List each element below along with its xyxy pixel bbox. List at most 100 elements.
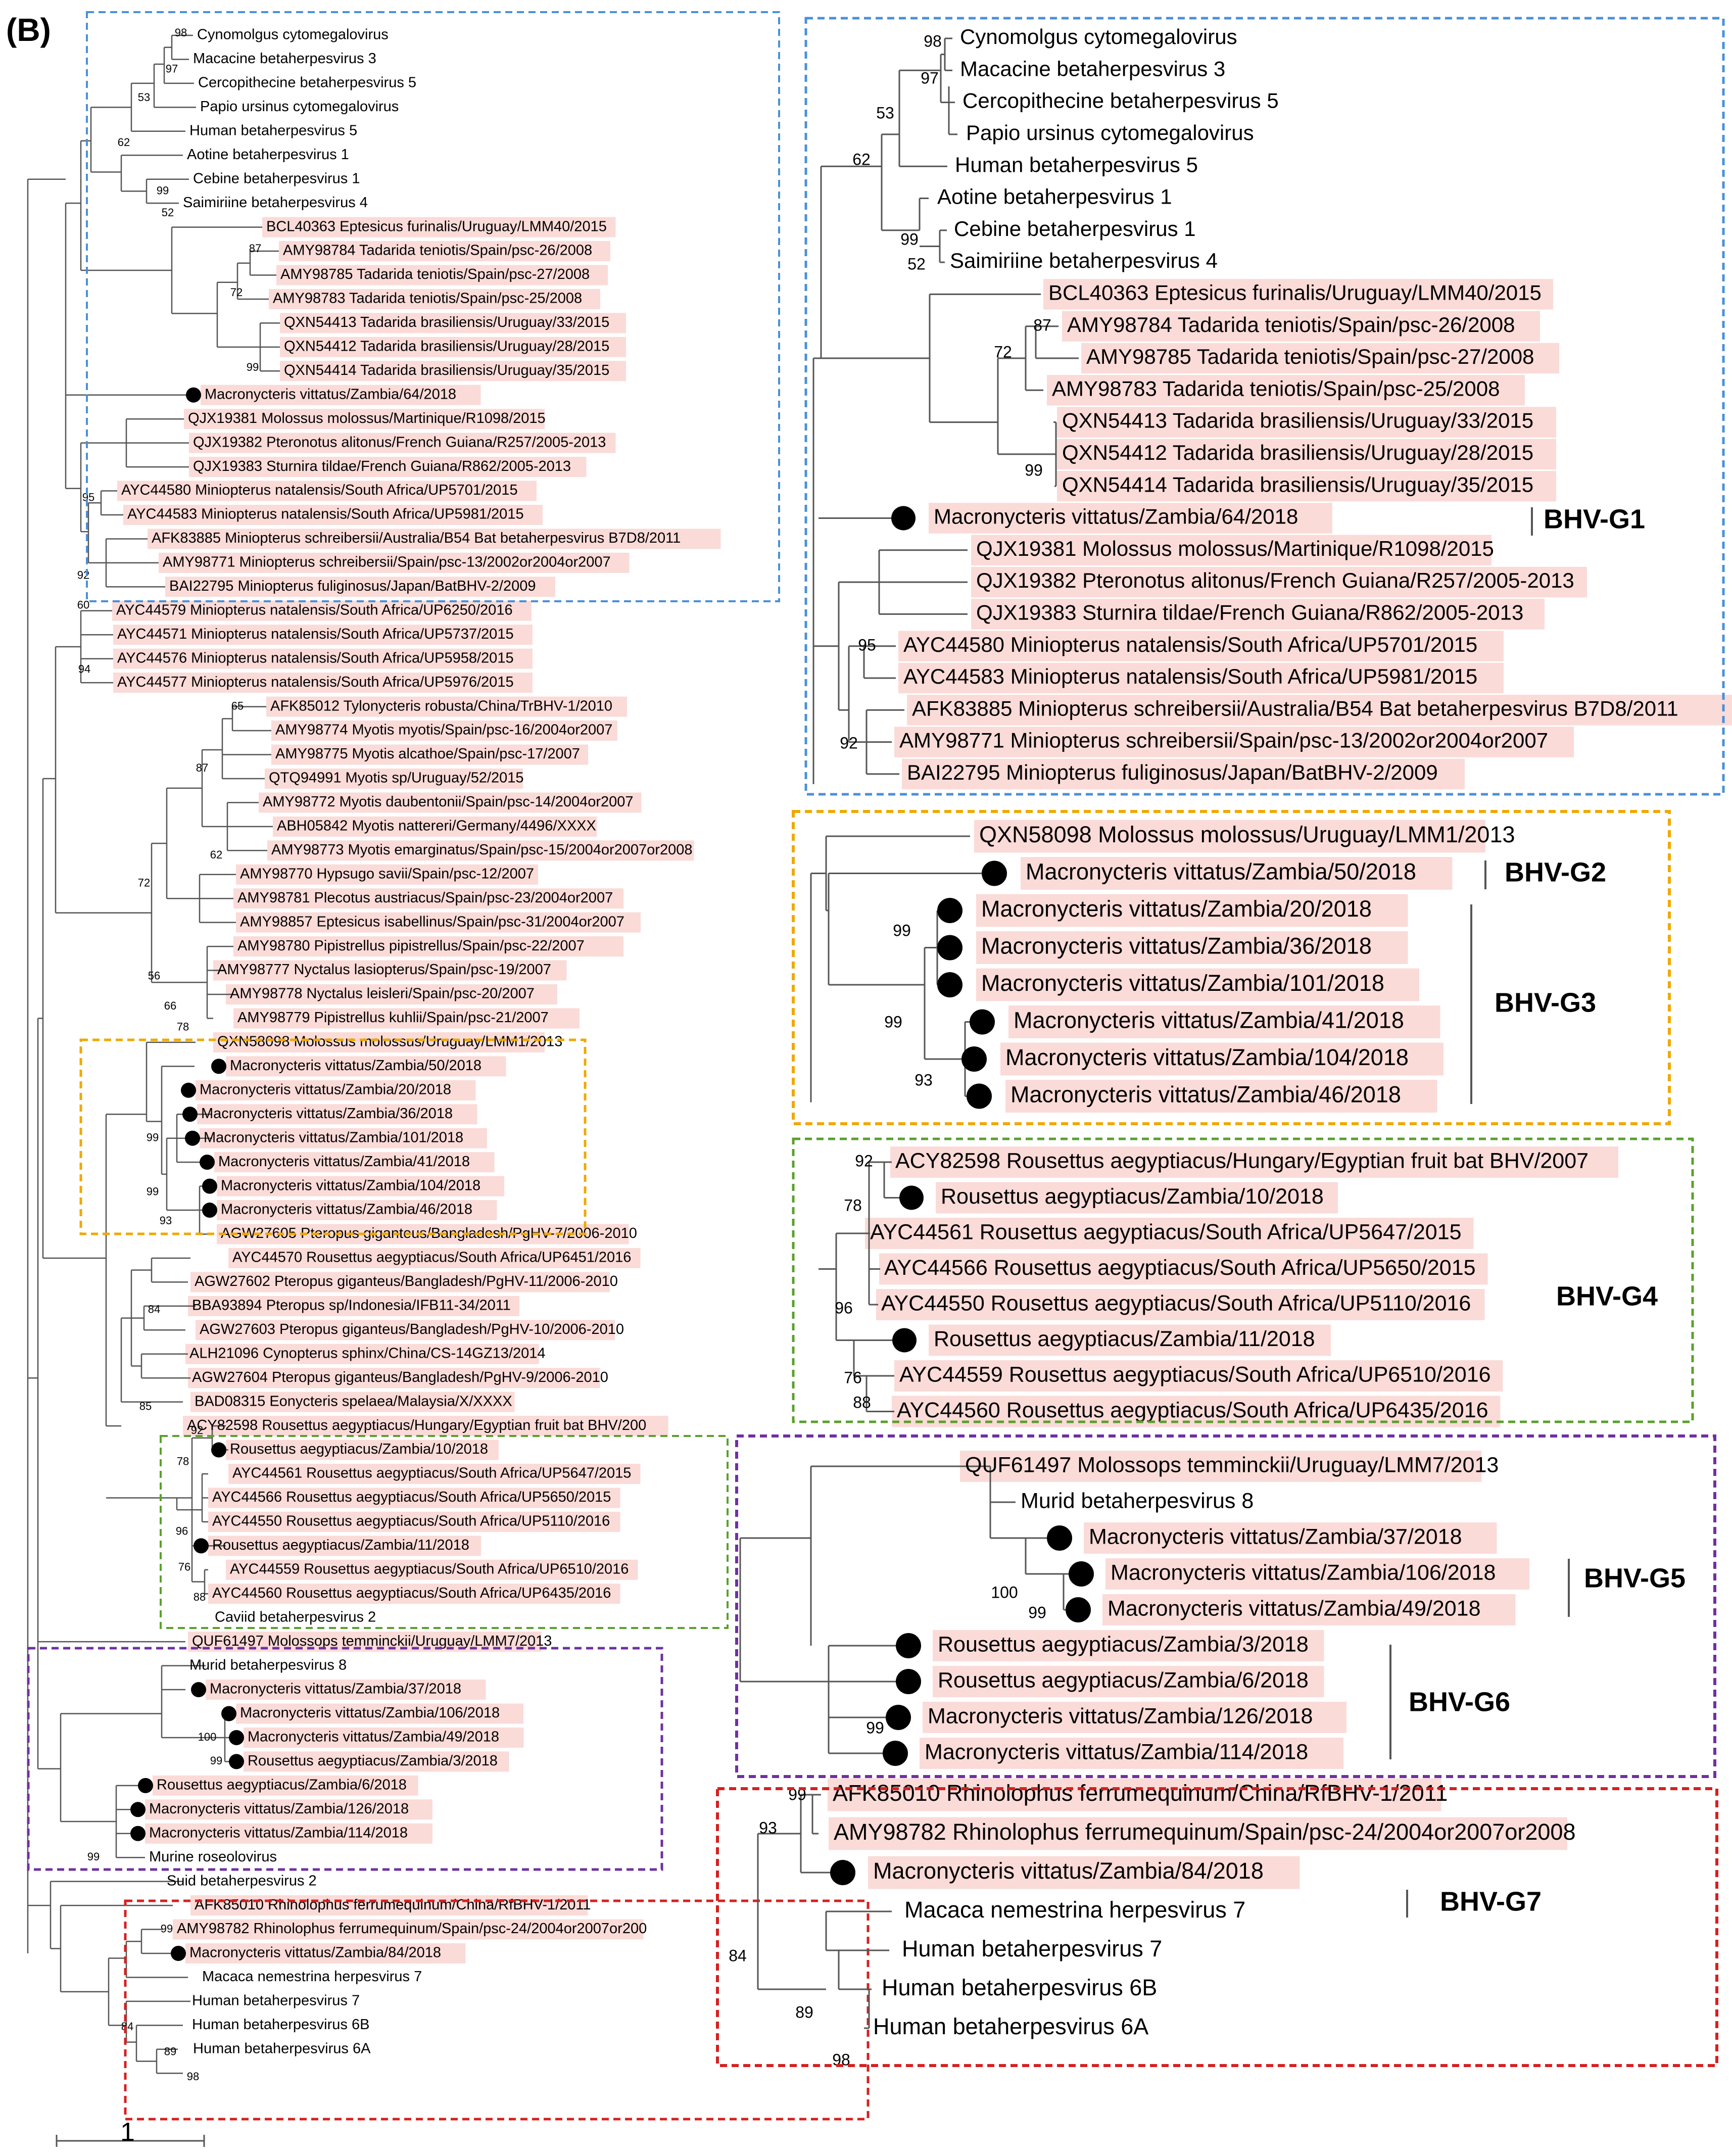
leaf-label: Rousettus aegyptiacus/Zambia/6/2018: [157, 1777, 407, 1793]
bootstrap-value: 97: [166, 62, 178, 75]
leaf-label: AMY98774 Myotis myotis/Spain/psc-16/2004…: [275, 722, 612, 738]
leaf-highlight: [259, 792, 642, 813]
bootstrap-value: 52: [162, 206, 174, 219]
bootstrap-value: 88: [853, 1393, 871, 1411]
leaf-label: Macronycteris vittatus/Zambia/46/2018: [1011, 1081, 1401, 1107]
leaf-highlight: [269, 289, 600, 309]
leaf-label: Papio ursinus cytomegalovirus: [966, 121, 1254, 145]
bootstrap-value: 84: [729, 1946, 747, 1965]
bootstrap-value: 99: [247, 361, 259, 373]
bootstrap-value: 56: [148, 969, 160, 982]
leaf-highlight: [217, 1176, 504, 1196]
leaf-highlight: [148, 529, 721, 549]
leaf-label: AYC44579 Miniopterus natalensis/South Af…: [116, 602, 513, 618]
leaf-label: Macronycteris vittatus/Zambia/36/2018: [981, 933, 1372, 959]
leaf-label: Macronycteris vittatus/Zambia/49/2018: [1108, 1596, 1481, 1620]
leaf-label: Human betaherpesvirus 6A: [873, 2014, 1148, 2039]
leaf-label: Macronycteris vittatus/Zambia/104/2018: [221, 1177, 480, 1193]
leaf-highlight: [201, 385, 481, 405]
leaf-label: Human betaherpesvirus 6B: [192, 2017, 369, 2033]
bootstrap-value: 66: [164, 999, 176, 1012]
leaf-highlight: [213, 960, 567, 981]
leaf-highlight: [208, 1584, 620, 1604]
leaf-label: AYC44560 Rousettus aegyptiacus/South Afr…: [897, 1398, 1488, 1422]
group-label: BHV-G6: [1409, 1687, 1510, 1717]
leaf-highlight: [189, 433, 616, 453]
leaf-highlight: [113, 673, 533, 693]
leaf-highlight: [236, 912, 641, 933]
leaf-highlight: [976, 894, 1408, 927]
leaf-label: Macronycteris vittatus/Zambia/84/2018: [189, 1945, 441, 1961]
bootstrap-value: 62: [852, 150, 871, 168]
bootstrap-value: 98: [187, 2070, 199, 2083]
leaf-highlight: [1057, 439, 1556, 470]
leaf-highlight: [266, 696, 627, 717]
leaf-highlight: [929, 1324, 1331, 1356]
leaf-dot: [171, 1946, 186, 1961]
leaf-label: AYC44576 Miniopterus natalensis/South Af…: [117, 650, 514, 666]
leaf-dot: [200, 1155, 215, 1170]
leaf-highlight: [936, 1182, 1338, 1214]
leaf-label: Human betaherpesvirus 7: [902, 1936, 1162, 1961]
bootstrap-value: 89: [795, 2003, 813, 2021]
leaf-label: AYC44561 Rousettus aegyptiacus/South Afr…: [232, 1465, 631, 1481]
leaf-label: Macacine betaherpesvirus 3: [960, 57, 1225, 80]
leaf-highlight: [112, 600, 532, 621]
leaf-highlight: [226, 984, 557, 1004]
leaf-dot: [138, 1778, 153, 1793]
leaf-highlight: [188, 1296, 519, 1316]
leaf-label: QXN54414 Tadarida brasiliensis/Uruguay/3…: [284, 362, 609, 378]
leaf-highlight: [1021, 857, 1453, 890]
bootstrap-value: 78: [844, 1196, 862, 1214]
leaf-highlight: [265, 768, 523, 789]
bootstrap-value: 87: [249, 242, 261, 255]
leaf-label: AFK85010 Rhinolophus ferrumequinum/China…: [195, 1897, 591, 1913]
leaf-dot: [202, 1203, 217, 1218]
leaf-dot: [982, 860, 1007, 886]
leaf-highlight: [829, 1817, 1567, 1850]
leaf-highlight: [933, 1630, 1324, 1661]
leaf-highlight: [273, 816, 597, 837]
leaf-label: AMY98785 Tadarida teniotis/Spain/psc-27/…: [280, 266, 590, 282]
leaf-dot: [967, 1083, 992, 1109]
leaf-highlight: [271, 744, 588, 765]
leaf-label: Macronycteris vittatus/Zambia/37/2018: [210, 1681, 461, 1697]
leaf-highlight: [145, 1799, 432, 1820]
leaf-highlight: [226, 1056, 506, 1077]
leaf-label: Cynomolgus cytomegalovirus: [960, 25, 1237, 49]
leaf-highlight: [1057, 470, 1556, 502]
leaf-highlight: [879, 1253, 1488, 1285]
green-clade-box-overview: [160, 1435, 729, 1629]
leaf-label: AGW27602 Pteropus giganteus/Bangladesh/P…: [195, 1273, 618, 1289]
leaf-label: Saimiriine betaherpesvirus 4: [183, 195, 368, 211]
leaf-dot: [886, 1705, 911, 1730]
leaf-label: Rousettus aegyptiacus/Zambia/3/2018: [248, 1753, 498, 1769]
leaf-label: AMY98783 Tadarida teniotis/Spain/psc-25/…: [273, 291, 582, 307]
leaf-label: BBA93894 Pteropus sp/Indonesia/IFB11-34/…: [192, 1298, 511, 1314]
leaf-label: Rousettus aegyptiacus/Zambia/11/2018: [934, 1327, 1315, 1351]
leaf-highlight: [279, 241, 610, 262]
leaf-label: Macronycteris vittatus/Zambia/101/2018: [204, 1129, 463, 1145]
leaf-dot: [830, 1860, 855, 1885]
bootstrap-value: 99: [884, 1013, 902, 1031]
leaf-highlight: [228, 1248, 641, 1268]
leaf-label: AGW27604 Pteropus giganteus/Bangladesh/P…: [192, 1369, 608, 1385]
leaf-dot: [937, 898, 963, 923]
leaf-label: QXN58098 Molossus molossus/Uruguay/LMM1/…: [217, 1034, 562, 1050]
leaf-label: AMY98783 Tadarida teniotis/Spain/psc-25/…: [1052, 376, 1500, 400]
bootstrap-value: 95: [82, 491, 94, 503]
leaf-highlight: [208, 1488, 620, 1508]
leaf-label: Macacine betaherpesvirus 3: [193, 51, 376, 67]
bootstrap-value: 92: [855, 1152, 873, 1170]
leaf-label: QJX19383 Sturnira tildae/French Guiana/R…: [193, 458, 571, 474]
leaf-label: Macronycteris vittatus/Zambia/36/2018: [201, 1106, 453, 1122]
leaf-label: ACY82598 Rousettus aegyptiacus/Hungary/E…: [895, 1148, 1589, 1173]
leaf-label: Macronycteris vittatus/Zambia/126/2018: [928, 1704, 1313, 1728]
leaf-label: QJX19382 Pteronotus alitonus/French Guia…: [193, 434, 606, 450]
leaf-label: AMY98775 Myotis alcathoe/Spain/psc-17/20…: [275, 746, 580, 762]
leaf-dot: [211, 1442, 226, 1458]
leaf-highlight: [971, 535, 1492, 566]
leaf-highlight: [865, 1218, 1474, 1249]
leaf-label: AMY98779 Pipistrellus kuhlii/Spain/psc-2…: [237, 1010, 549, 1026]
leaf-label: QXN54413 Tadarida brasiliensis/Uruguay/3…: [1062, 409, 1533, 433]
